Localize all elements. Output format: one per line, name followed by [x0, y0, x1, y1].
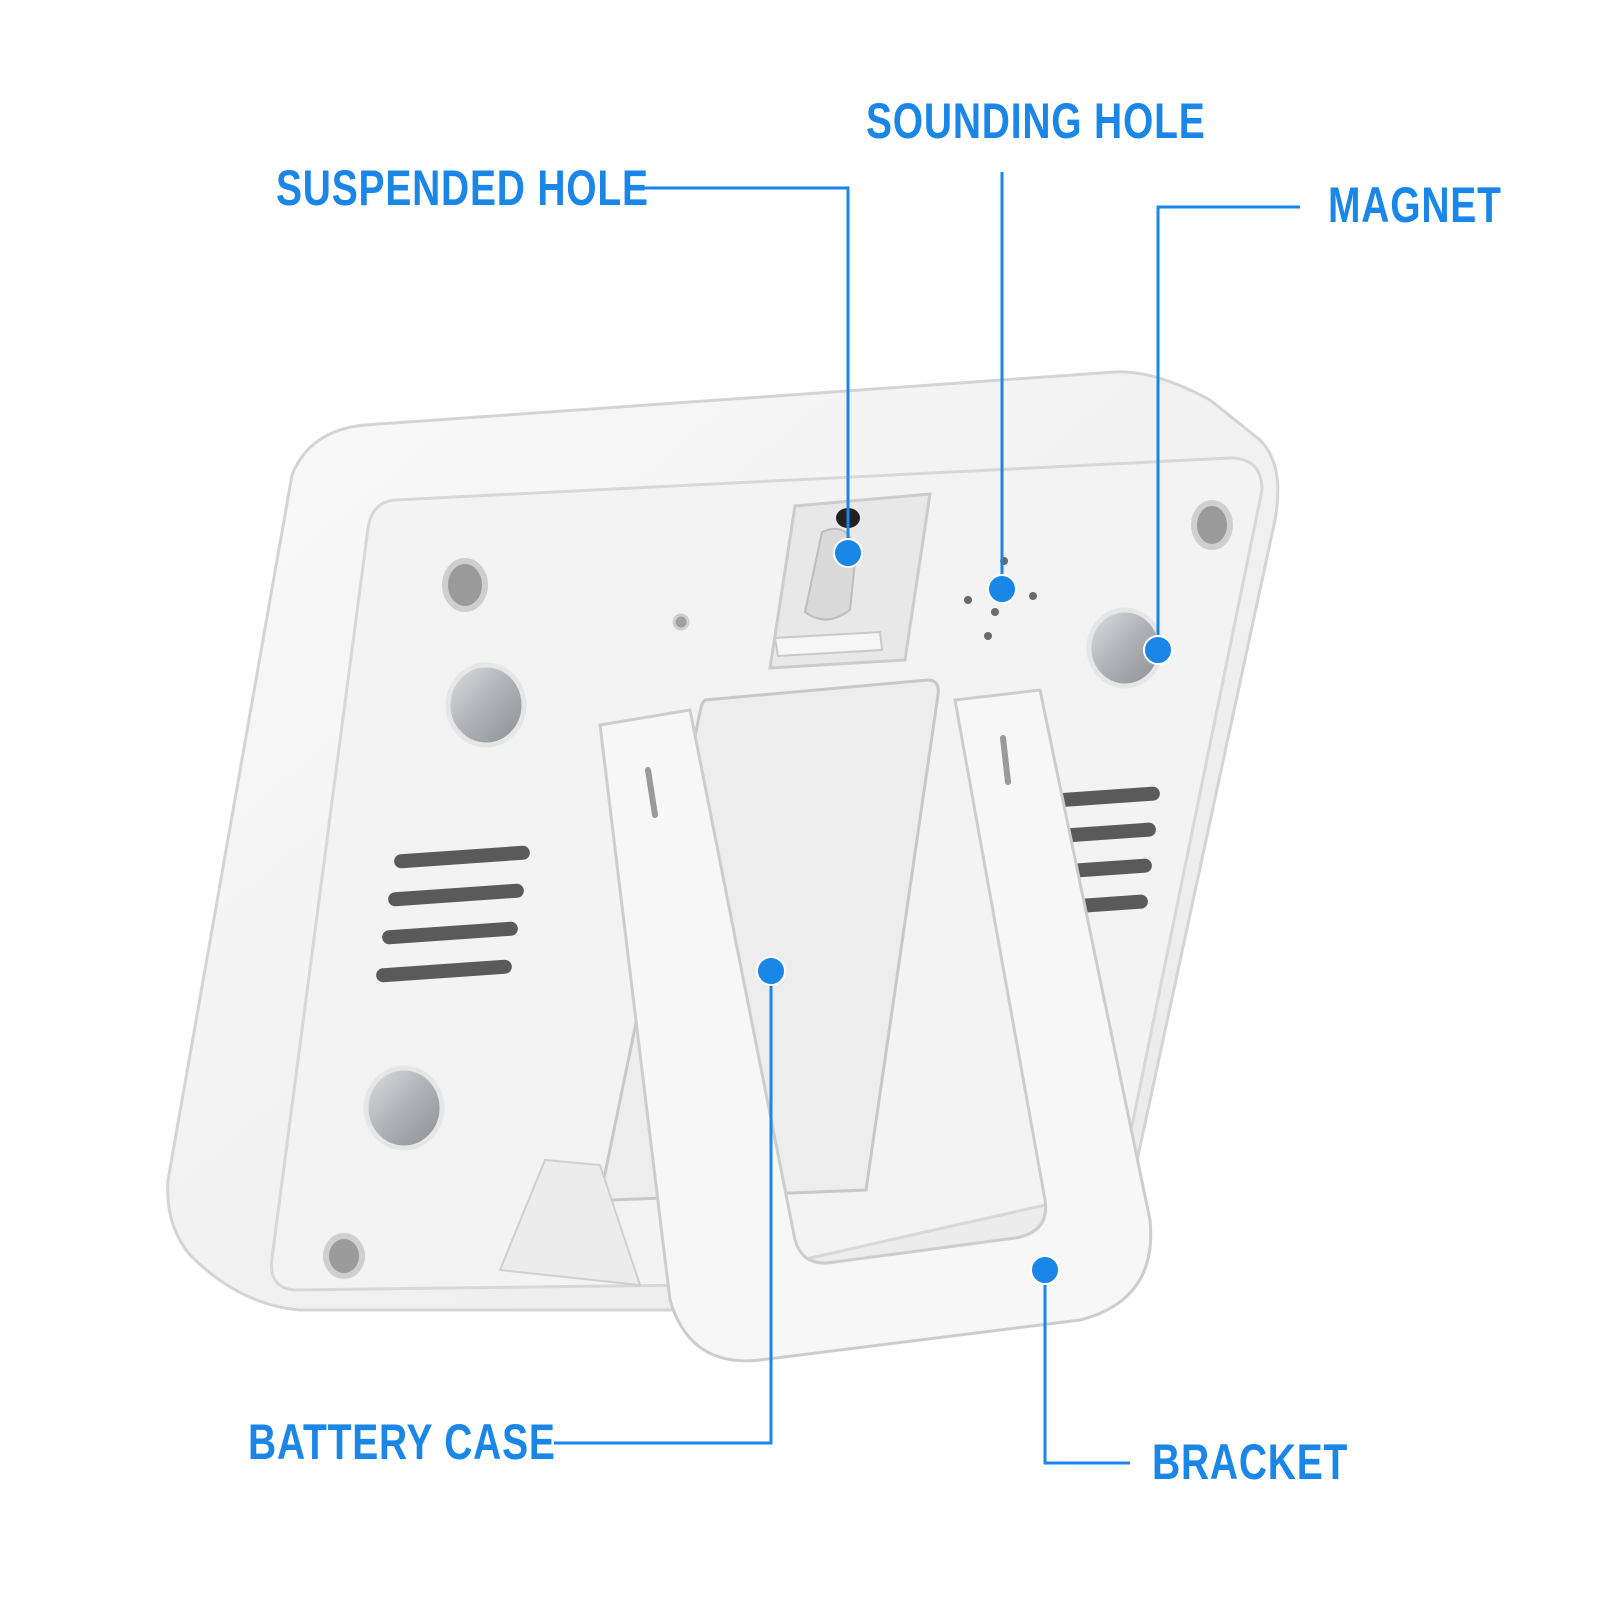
label-suspended-hole: SUSPENDED HOLE: [276, 160, 649, 216]
leader-magnet: [1156, 205, 1300, 650]
screw-holes: [323, 500, 1233, 1279]
bracket: [498, 688, 1153, 1363]
label-sounding-hole: SOUNDING HOLE: [866, 93, 1206, 149]
leader-lines: [554, 172, 1300, 1465]
callout-dots: [756, 538, 1173, 1285]
leader-battery-case: [554, 971, 773, 1445]
dot-magnet: [1143, 635, 1173, 665]
dot-suspended-hole: [833, 538, 863, 568]
vents-left: [376, 845, 530, 983]
dot-bracket: [1030, 1255, 1060, 1285]
label-magnet: MAGNET: [1328, 177, 1502, 233]
top-recess: [768, 492, 932, 670]
label-bracket: BRACKET: [1152, 1434, 1349, 1490]
leader-bracket: [1043, 1270, 1130, 1465]
magnets: [363, 607, 1164, 1151]
leader-suspended-hole: [634, 186, 850, 553]
dot-battery-case: [756, 956, 786, 986]
dot-sounding-hole: [987, 574, 1017, 604]
label-battery-case: BATTERY CASE: [248, 1414, 556, 1470]
